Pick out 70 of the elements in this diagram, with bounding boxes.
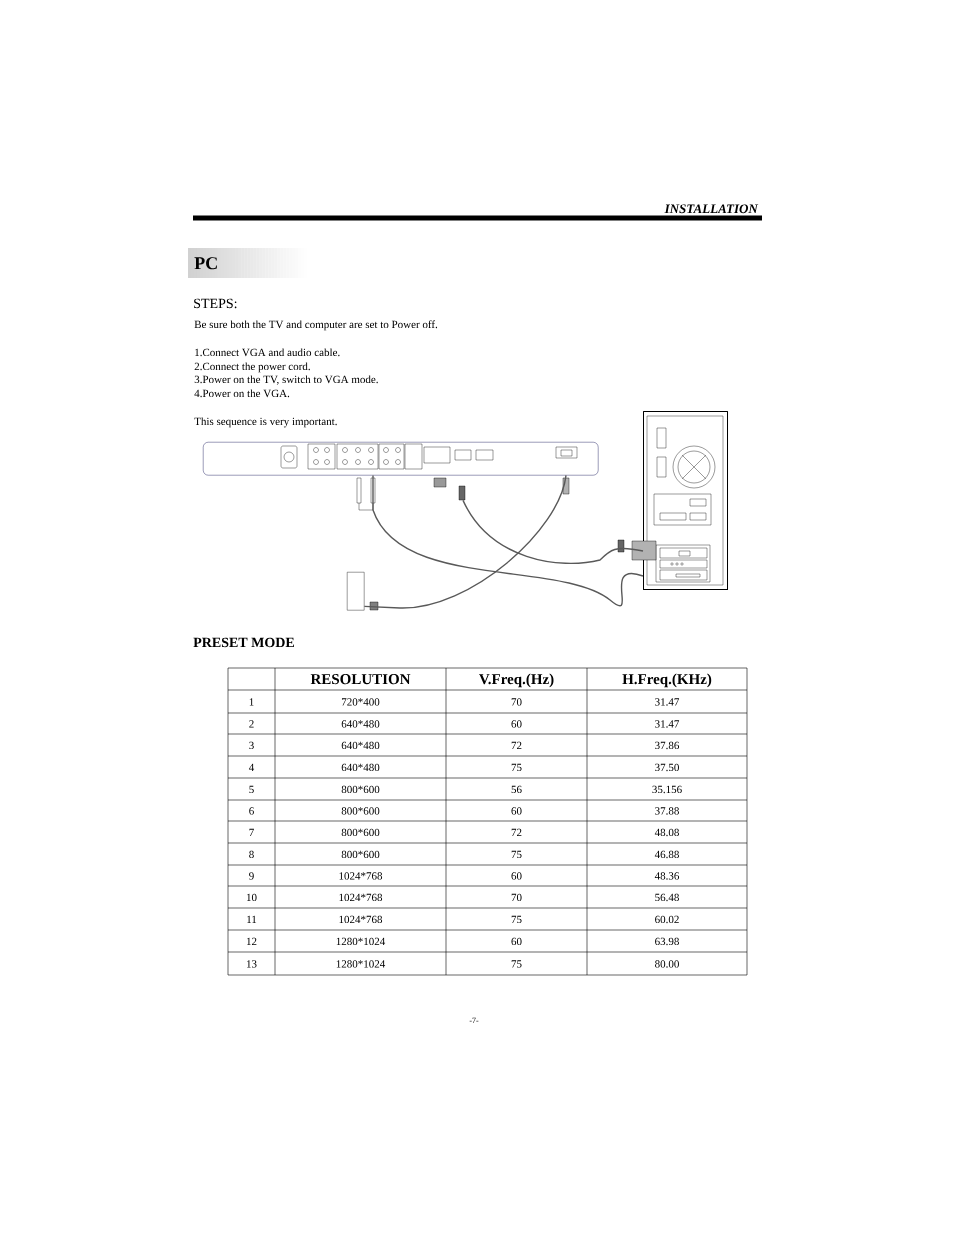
- table-value: 640*480: [341, 763, 380, 772]
- table-value: 72: [511, 741, 522, 749]
- table-value: 31.47: [655, 698, 680, 706]
- table-value: 800*600: [341, 828, 380, 837]
- table-value: 60.02: [655, 915, 679, 924]
- table-value: 4: [248, 763, 255, 771]
- table-value: 6: [249, 807, 254, 815]
- table-value: 48.36: [654, 872, 680, 880]
- table-value: 60: [511, 937, 522, 946]
- instruction-text: 1.Connect VGA and audio cable.: [195, 348, 340, 357]
- table-value: 800*600: [341, 807, 380, 815]
- table-value: 46.88: [654, 850, 679, 859]
- table-value: 37.88: [655, 807, 679, 815]
- instruction-text: 3.Power on the TV, switch to VGA mode.: [194, 375, 378, 385]
- table-value: 75: [511, 763, 522, 772]
- instruction-text: 4.Power on the VGA.: [194, 389, 290, 398]
- table-value: 640*480: [341, 741, 380, 750]
- table-value: 720*400: [341, 698, 380, 706]
- table-value: 8: [249, 850, 254, 859]
- table-value: 1024*768: [339, 872, 383, 880]
- table-value: 37.50: [655, 763, 679, 772]
- table-value: 1280*1024: [336, 937, 386, 946]
- section-title: INSTALLATION: [664, 204, 759, 214]
- table-value: 56: [511, 785, 522, 794]
- table-value: 3: [249, 741, 254, 750]
- table-value: 75: [511, 850, 522, 859]
- table-value: 75: [511, 915, 522, 924]
- table-value: 60: [511, 807, 522, 815]
- table-value: 35.156: [652, 785, 682, 794]
- instruction-text: 2.Connect the power cord.: [194, 362, 310, 373]
- table-value: 13: [246, 960, 257, 968]
- table-value: 12: [246, 937, 257, 945]
- instruction-text: Be sure both the TV and computer are set to Power off.: [194, 320, 438, 331]
- table-value: 1024*768: [339, 893, 383, 902]
- table-value: 1024*768: [339, 915, 383, 924]
- table-value: 5: [249, 785, 254, 794]
- table-value: 37.86: [655, 741, 680, 750]
- table-value: 1280*1024: [336, 960, 386, 968]
- table-value: 60: [511, 872, 522, 880]
- table-value: 80.00: [655, 960, 679, 968]
- table-value: 48.08: [654, 828, 679, 837]
- table-value: 9: [249, 872, 254, 880]
- table-value: 10: [246, 893, 257, 902]
- node-label: PC: [194, 257, 217, 270]
- table-value: 31.47: [655, 720, 680, 728]
- table-value: 800*600: [341, 850, 380, 859]
- table-value: 60: [511, 720, 522, 728]
- table-heading: PRESET MODE: [193, 637, 294, 648]
- column-header: H.Freq.(KHz): [622, 673, 712, 688]
- audio-cable: [372, 474, 644, 607]
- vga-cable: [462, 499, 644, 564]
- wall-outlet: [347, 572, 365, 611]
- table-value: 63.98: [655, 937, 679, 946]
- steps-heading: STEPS:: [194, 298, 237, 309]
- table-value: 11: [247, 915, 257, 923]
- instruction-text: This sequence is very important.: [194, 417, 337, 428]
- column-header: V.Freq.(Hz): [479, 673, 554, 688]
- table-value: 70: [511, 893, 522, 902]
- table-value: 1: [249, 698, 254, 706]
- table-value: 72: [511, 828, 522, 836]
- table-value: 800*600: [341, 785, 380, 794]
- table-value: 70: [511, 698, 522, 706]
- page-number: -7-: [469, 1017, 479, 1023]
- table-value: 56.48: [655, 893, 679, 902]
- table-value: 7: [249, 828, 254, 836]
- table-value: 2: [249, 720, 254, 728]
- table-value: 640*480: [341, 720, 380, 728]
- heading-band: PC: [188, 248, 308, 278]
- table-value: 75: [511, 960, 522, 968]
- column-header: RESOLUTION: [310, 674, 411, 685]
